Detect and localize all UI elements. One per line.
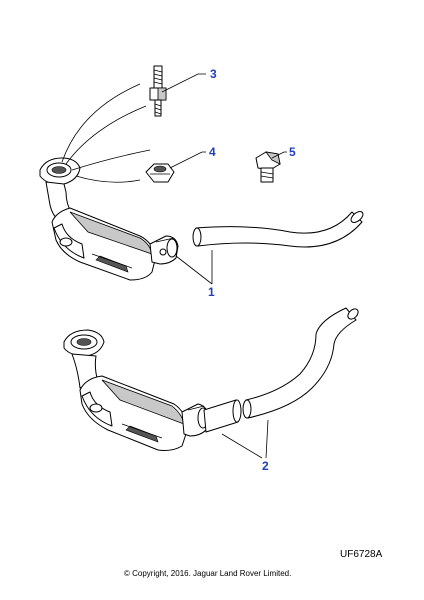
upper-pipe xyxy=(192,211,364,248)
lower-catalytic-converter xyxy=(63,329,209,451)
svg-text:2: 2 xyxy=(262,459,269,473)
callout-4: 4 xyxy=(169,145,216,169)
callout-2: 2 xyxy=(221,419,269,473)
lower-short-pipe xyxy=(203,399,242,433)
flange-leader-lines xyxy=(61,83,151,183)
upper-catalytic-converter xyxy=(39,157,179,281)
plug-part xyxy=(255,151,281,183)
copyright-notice: © Copyright, 2016. Jaguar Land Rover Lim… xyxy=(124,569,291,578)
callout-1: 1 xyxy=(175,250,215,299)
nut-part xyxy=(145,163,175,183)
svg-text:4: 4 xyxy=(209,145,216,159)
svg-text:1: 1 xyxy=(208,285,215,299)
callout-5: 5 xyxy=(271,145,296,159)
figure-code: UF6728A xyxy=(340,549,383,560)
svg-text:5: 5 xyxy=(289,145,296,159)
callout-3: 3 xyxy=(161,67,217,93)
lower-long-pipe xyxy=(242,307,359,419)
svg-text:3: 3 xyxy=(210,67,217,81)
